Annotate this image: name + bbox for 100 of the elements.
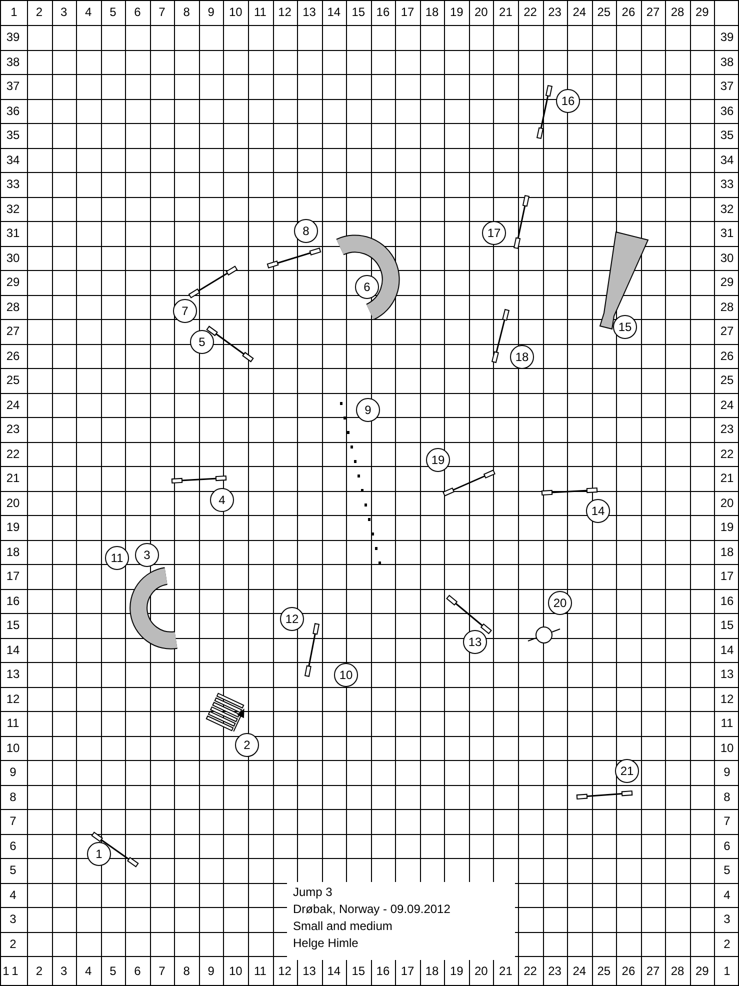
row-number: 4 bbox=[10, 888, 16, 902]
column-number: 6 bbox=[134, 964, 141, 978]
row-number: 17 bbox=[720, 569, 734, 583]
row-number: 16 bbox=[6, 594, 20, 608]
column-number: 9 bbox=[208, 5, 214, 19]
obstacle-number: 3 bbox=[135, 543, 159, 567]
row-number: 12 bbox=[6, 692, 20, 706]
obstacle-number: 21 bbox=[615, 759, 639, 783]
column-number: 22 bbox=[524, 5, 537, 19]
column-number: 24 bbox=[572, 964, 586, 978]
column-number: 21 bbox=[499, 5, 512, 19]
column-number: 26 bbox=[622, 964, 636, 978]
column-number: 7 bbox=[158, 964, 166, 978]
row-number: 27 bbox=[6, 324, 20, 338]
column-number: 18 bbox=[425, 964, 439, 978]
column-number: 3 bbox=[60, 964, 68, 978]
row-number: 32 bbox=[720, 202, 734, 216]
row-number: 19 bbox=[720, 520, 734, 534]
column-number: 22 bbox=[524, 964, 537, 978]
row-number: 8 bbox=[724, 790, 730, 804]
obstacle-number: 13 bbox=[463, 630, 487, 654]
column-number: 20 bbox=[474, 5, 488, 19]
row-number: 31 bbox=[6, 226, 20, 240]
row-number: 13 bbox=[6, 667, 20, 681]
column-number: 6 bbox=[134, 5, 141, 19]
obstacle-number: 17 bbox=[482, 221, 506, 245]
row-number: 39 bbox=[6, 30, 20, 44]
obstacle-number: 5 bbox=[190, 330, 214, 354]
column-number: 15 bbox=[352, 5, 366, 19]
row-number: 7 bbox=[10, 814, 16, 828]
row-number: 18 bbox=[6, 544, 20, 558]
column-number: 17 bbox=[400, 5, 414, 19]
row-number: 36 bbox=[6, 104, 20, 118]
row-number: 9 bbox=[10, 765, 16, 779]
row-number: 26 bbox=[6, 348, 20, 362]
column-number: 10 bbox=[229, 5, 242, 19]
column-number: 15 bbox=[352, 964, 366, 978]
obstacle-number: 11 bbox=[105, 546, 129, 570]
row-number: 1 bbox=[2, 964, 10, 978]
row-number: 22 bbox=[6, 446, 20, 460]
column-number: 25 bbox=[597, 964, 611, 978]
column-number: 2 bbox=[36, 5, 43, 19]
obstacle-number: 20 bbox=[548, 591, 572, 615]
obstacle-number: 12 bbox=[280, 607, 304, 631]
row-number: 27 bbox=[720, 324, 734, 338]
row-number: 18 bbox=[720, 544, 734, 558]
row-number: 25 bbox=[6, 373, 20, 387]
row-number: 36 bbox=[720, 104, 734, 118]
row-number: 14 bbox=[720, 642, 734, 656]
column-number: 13 bbox=[302, 964, 316, 978]
column-number: 26 bbox=[622, 5, 636, 19]
row-number: 29 bbox=[720, 275, 734, 289]
obstacle-number: 9 bbox=[356, 398, 380, 422]
row-number: 19 bbox=[6, 520, 20, 534]
row-number: 14 bbox=[6, 642, 20, 656]
row-number: 38 bbox=[720, 54, 734, 68]
row-number: 24 bbox=[720, 398, 734, 412]
column-number: 9 bbox=[208, 964, 214, 978]
row-number: 25 bbox=[720, 373, 734, 387]
row-number: 2 bbox=[10, 936, 16, 950]
obstacle-number: 8 bbox=[294, 219, 318, 243]
column-number: 16 bbox=[376, 964, 390, 978]
row-number: 17 bbox=[6, 569, 20, 583]
row-number: 29 bbox=[6, 275, 20, 289]
row-number: 38 bbox=[6, 54, 20, 68]
row-number: 28 bbox=[6, 300, 20, 314]
column-number: 3 bbox=[60, 5, 68, 19]
row-number: 23 bbox=[720, 422, 734, 436]
obstacle-number: 10 bbox=[334, 663, 358, 687]
row-number: 15 bbox=[6, 618, 20, 632]
info-text: Drøbak, Norway - 09.09.2012 bbox=[293, 901, 452, 918]
row-number: 16 bbox=[720, 594, 734, 608]
column-number: 5 bbox=[110, 964, 116, 978]
row-number: 32 bbox=[6, 202, 20, 216]
obstacle-number: 2 bbox=[235, 733, 259, 757]
row-number: 3 bbox=[724, 912, 730, 926]
row-number: 7 bbox=[724, 814, 730, 828]
column-number: 1 bbox=[10, 5, 18, 19]
obstacle-number: 15 bbox=[613, 315, 637, 339]
column-number: 8 bbox=[183, 964, 190, 978]
column-number: 19 bbox=[450, 5, 464, 19]
column-number: 8 bbox=[183, 5, 190, 19]
row-number: 33 bbox=[6, 177, 20, 191]
column-number: 5 bbox=[110, 5, 116, 19]
column-number: 18 bbox=[425, 5, 439, 19]
column-number: 14 bbox=[327, 5, 341, 19]
row-number: 5 bbox=[724, 863, 730, 877]
row-number: 34 bbox=[720, 152, 734, 166]
column-number: 17 bbox=[400, 964, 414, 978]
column-number: 20 bbox=[474, 964, 488, 978]
obstacle-number: 4 bbox=[210, 488, 234, 512]
column-number: 19 bbox=[450, 964, 464, 978]
obstacle-number: 18 bbox=[510, 345, 534, 369]
row-number: 34 bbox=[6, 152, 20, 166]
row-number: 31 bbox=[720, 226, 734, 240]
row-number: 33 bbox=[720, 177, 734, 191]
info-text: Small and medium bbox=[293, 918, 394, 935]
column-number: 11 bbox=[254, 5, 266, 19]
row-number: 35 bbox=[6, 128, 20, 142]
row-number: 9 bbox=[724, 765, 730, 779]
